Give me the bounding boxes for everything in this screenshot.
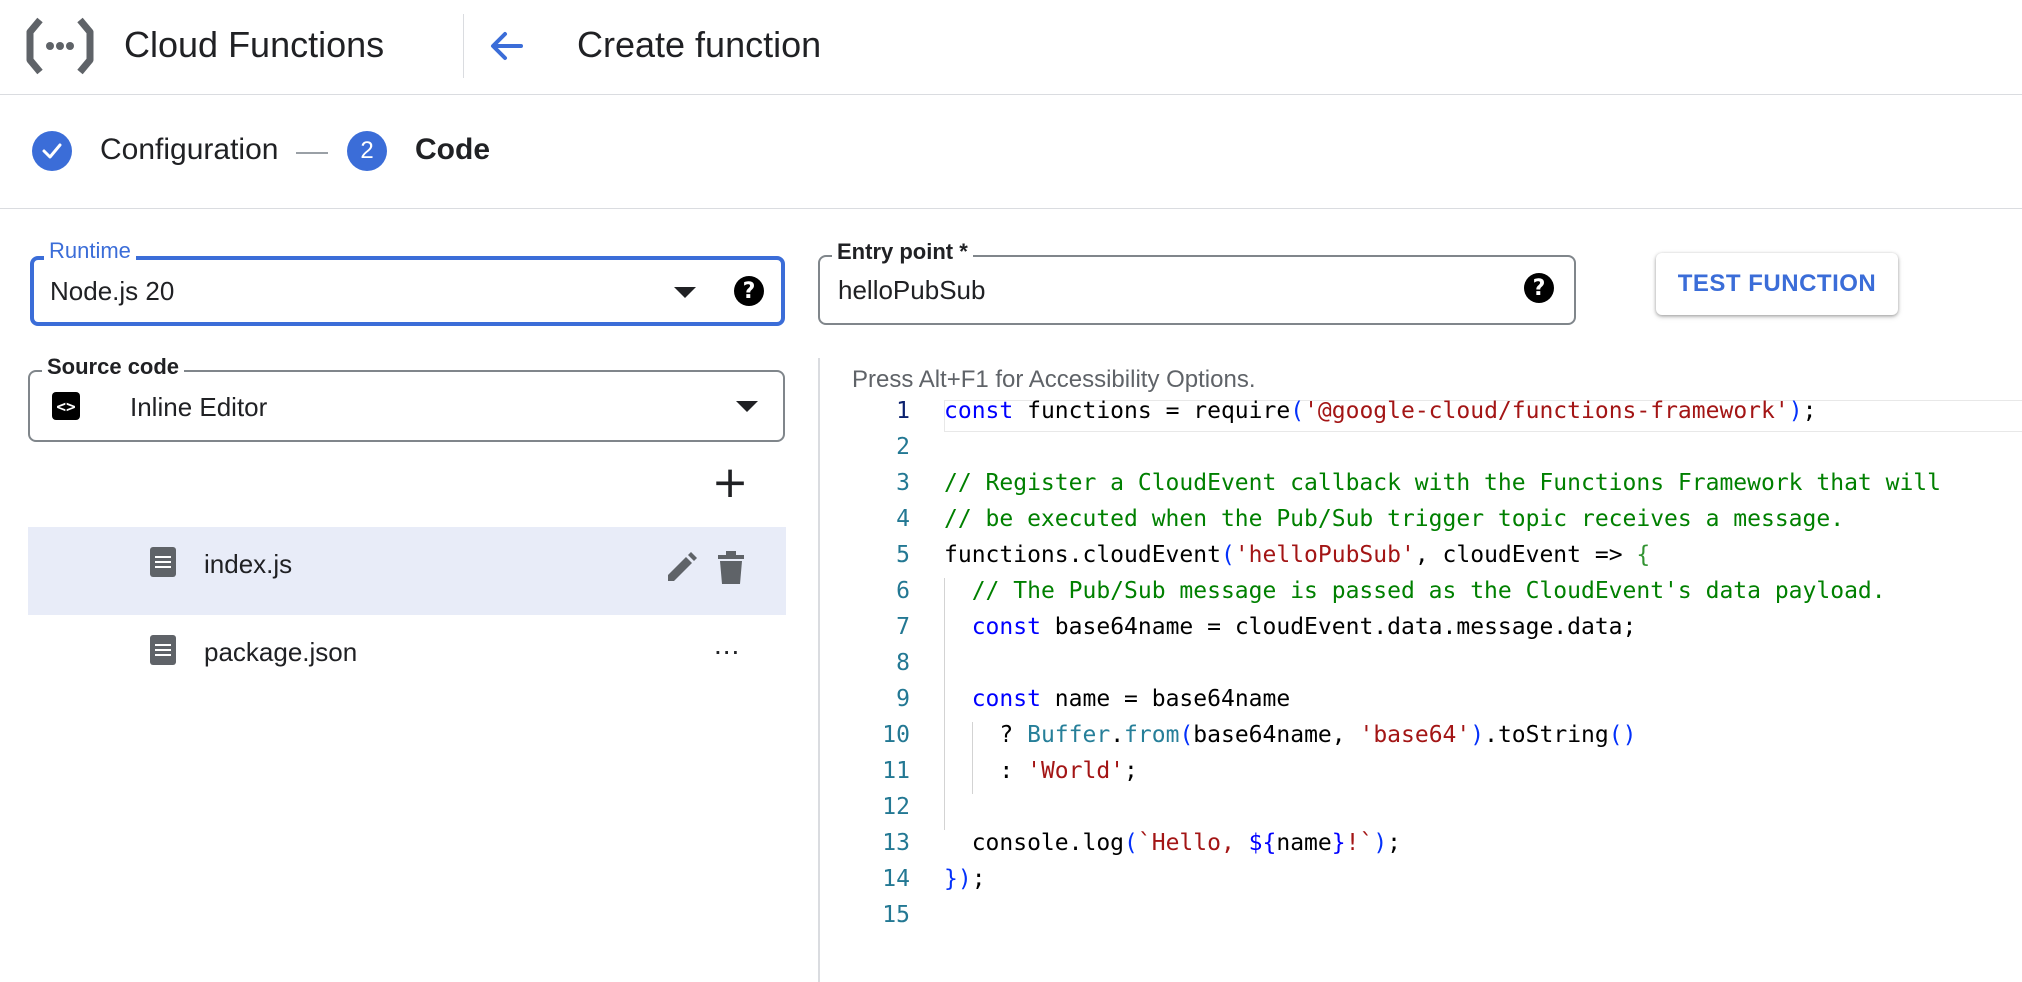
code-editor[interactable]: 1 const functions = require('@google-clou…: [820, 398, 2022, 982]
runtime-label: Runtime: [44, 238, 136, 264]
line-number: 14: [850, 866, 910, 892]
chevron-down-icon: [736, 401, 758, 412]
step-configuration[interactable]: Configuration: [100, 133, 278, 167]
code-line[interactable]: 4 // be executed when the Pub/Sub trigger…: [820, 506, 2022, 542]
runtime-value: Node.js 20: [50, 276, 174, 307]
line-number: 6: [850, 578, 910, 604]
step-connector: [296, 152, 328, 154]
line-number: 9: [850, 686, 910, 712]
code-text: : 'World';: [944, 758, 1138, 784]
arrow-back-icon: [489, 28, 525, 64]
step-complete-check-icon: [32, 131, 72, 171]
code-text: console.log(`Hello, ${name}!`);: [944, 830, 1401, 856]
code-line[interactable]: 10 ? Buffer.from(base64name, 'base64').t…: [820, 722, 2022, 758]
code-line[interactable]: 2: [820, 434, 2022, 470]
file-name: package.json: [204, 637, 357, 668]
chevron-down-icon: [674, 287, 696, 298]
code-text: // be executed when the Pub/Sub trigger …: [944, 506, 1844, 532]
source-code-select[interactable]: Source code <> Inline Editor: [28, 370, 785, 442]
code-line[interactable]: 8: [820, 650, 2022, 686]
code-line[interactable]: 11 : 'World';: [820, 758, 2022, 794]
app-header: Cloud Functions Create function: [0, 0, 2022, 95]
delete-icon[interactable]: [716, 551, 746, 585]
cloud-functions-logo-icon: [26, 16, 94, 76]
step-code: Code: [415, 133, 490, 167]
line-number: 12: [850, 794, 910, 820]
product-title: Cloud Functions: [124, 24, 384, 66]
stepper: Configuration 2 Code: [0, 96, 2022, 209]
line-number: 2: [850, 434, 910, 460]
line-number: 5: [850, 542, 910, 568]
code-line[interactable]: 1 const functions = require('@google-clou…: [820, 398, 2022, 434]
code-line[interactable]: 7 const base64name = cloudEvent.data.mes…: [820, 614, 2022, 650]
line-number: 3: [850, 470, 910, 496]
code-line[interactable]: 6 // The Pub/Sub message is passed as th…: [820, 578, 2022, 614]
code-text: const name = base64name: [944, 686, 1290, 712]
code-line[interactable]: 14});: [820, 866, 2022, 902]
entry-point-field[interactable]: Entry point * helloPubSub ?: [818, 255, 1576, 325]
line-number: 11: [850, 758, 910, 784]
code-line[interactable]: 15: [820, 902, 2022, 938]
source-code-value: Inline Editor: [130, 392, 267, 423]
code-line[interactable]: 5 functions.cloudEvent('helloPubSub', clo…: [820, 542, 2022, 578]
code-line[interactable]: 12: [820, 794, 2022, 830]
help-icon[interactable]: ?: [1524, 273, 1554, 303]
code-text: // Register a CloudEvent callback with t…: [944, 470, 1941, 496]
page-title: Create function: [577, 24, 821, 66]
code-text: ? Buffer.from(base64name, 'base64').toSt…: [944, 722, 1636, 748]
code-text: // The Pub/Sub message is passed as the …: [944, 578, 1886, 604]
code-icon: <>: [52, 392, 80, 420]
code-text: functions.cloudEvent('helloPubSub', clou…: [944, 542, 1650, 568]
more-options-icon[interactable]: ...: [714, 629, 740, 661]
file-name: index.js: [204, 549, 292, 580]
line-number: 1: [850, 398, 910, 424]
source-code-label: Source code: [42, 354, 184, 380]
code-text: });: [944, 866, 986, 892]
add-file-button[interactable]: +: [710, 465, 750, 505]
line-number: 10: [850, 722, 910, 748]
entry-point-label: Entry point *: [832, 239, 973, 265]
code-line[interactable]: 13 console.log(`Hello, ${name}!`);: [820, 830, 2022, 866]
file-icon: [150, 635, 176, 665]
file-item-index-js[interactable]: index.js: [28, 527, 786, 615]
file-item-package-json[interactable]: package.json ...: [28, 615, 786, 703]
code-text: const functions = require('@google-cloud…: [944, 398, 1816, 424]
code-line[interactable]: 3 // Register a CloudEvent callback with …: [820, 470, 2022, 506]
back-button[interactable]: [482, 20, 532, 72]
help-icon[interactable]: ?: [734, 276, 764, 306]
line-number: 15: [850, 902, 910, 928]
runtime-select[interactable]: Runtime Node.js 20 ?: [30, 256, 785, 326]
step-number-badge: 2: [347, 131, 387, 171]
line-number: 13: [850, 830, 910, 856]
accessibility-hint: Press Alt+F1 for Accessibility Options.: [852, 366, 1256, 394]
header-divider: [463, 14, 464, 78]
code-line[interactable]: 9 const name = base64name: [820, 686, 2022, 722]
line-number: 8: [850, 650, 910, 676]
edit-icon[interactable]: [664, 551, 698, 585]
test-function-button[interactable]: TEST FUNCTION: [1656, 253, 1898, 315]
code-text: const base64name = cloudEvent.data.messa…: [944, 614, 1636, 640]
entry-point-value: helloPubSub: [838, 275, 985, 306]
line-number: 7: [850, 614, 910, 640]
file-icon: [150, 547, 176, 577]
line-number: 4: [850, 506, 910, 532]
